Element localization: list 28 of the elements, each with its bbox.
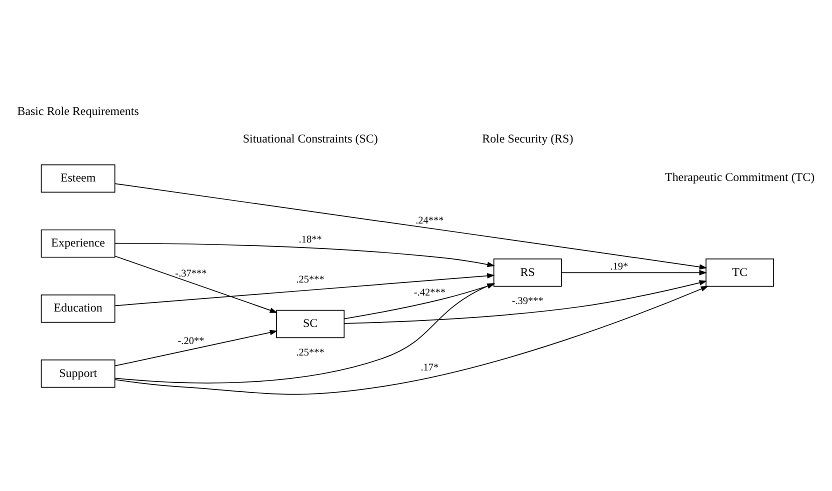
edge-label: .24*** xyxy=(416,216,444,227)
arrow xyxy=(114,330,278,366)
node-box: Esteem xyxy=(40,164,116,193)
arrow xyxy=(114,242,495,268)
edge-label: -.42*** xyxy=(414,287,446,298)
label: Role Security (RS) xyxy=(482,131,574,146)
label: Situational Constraints (SC) xyxy=(242,131,378,146)
edge-label: -.37*** xyxy=(175,268,207,280)
edge-label: .19* xyxy=(610,262,628,273)
node-box: Support xyxy=(40,359,116,388)
node-box: TC xyxy=(706,258,774,287)
arrow xyxy=(114,256,278,313)
edge-label: -.39*** xyxy=(512,296,544,307)
node-box: Experience xyxy=(40,229,116,258)
label: Basic Role Requirements xyxy=(17,104,139,118)
edge-label: .25*** xyxy=(296,347,324,358)
edge-label: -.20** xyxy=(178,336,204,348)
arrow xyxy=(114,183,708,270)
edge-label: .17* xyxy=(420,362,439,374)
edge-label: .25*** xyxy=(296,274,324,286)
arrow xyxy=(561,270,707,276)
node-box: SC xyxy=(276,310,345,338)
arrow xyxy=(344,280,708,324)
edge-label: .18** xyxy=(298,234,322,246)
node-box: Education xyxy=(40,294,116,323)
arrow xyxy=(114,286,709,395)
node-box: RS xyxy=(493,258,562,287)
label: Therapeutic Commitment (TC) xyxy=(665,170,815,184)
